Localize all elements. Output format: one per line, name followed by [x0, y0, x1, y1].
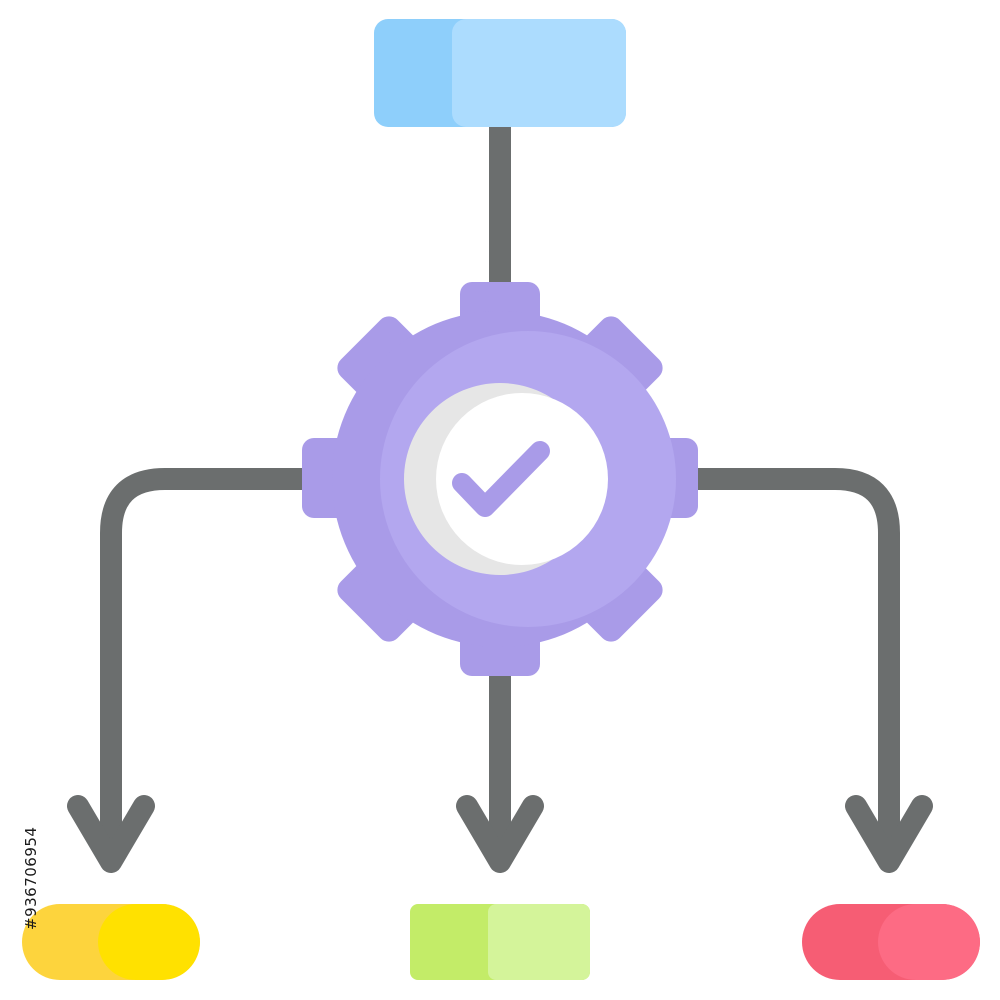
- node-left: [22, 904, 200, 980]
- gear-icon: [302, 282, 698, 676]
- arrow-down-icon: [456, 795, 544, 873]
- node-right: [802, 904, 980, 980]
- connector-left: [100, 468, 331, 869]
- stock-image-id: #936706954: [22, 826, 40, 930]
- arrow-down-icon: [845, 795, 933, 873]
- connector-right: [669, 468, 900, 869]
- node-center: [410, 904, 590, 980]
- arrow-down-icon: [67, 795, 155, 873]
- checkmark-icon: [452, 441, 550, 517]
- connectors: [100, 111, 900, 869]
- arrowheads: [67, 795, 933, 873]
- node-top: [374, 19, 626, 127]
